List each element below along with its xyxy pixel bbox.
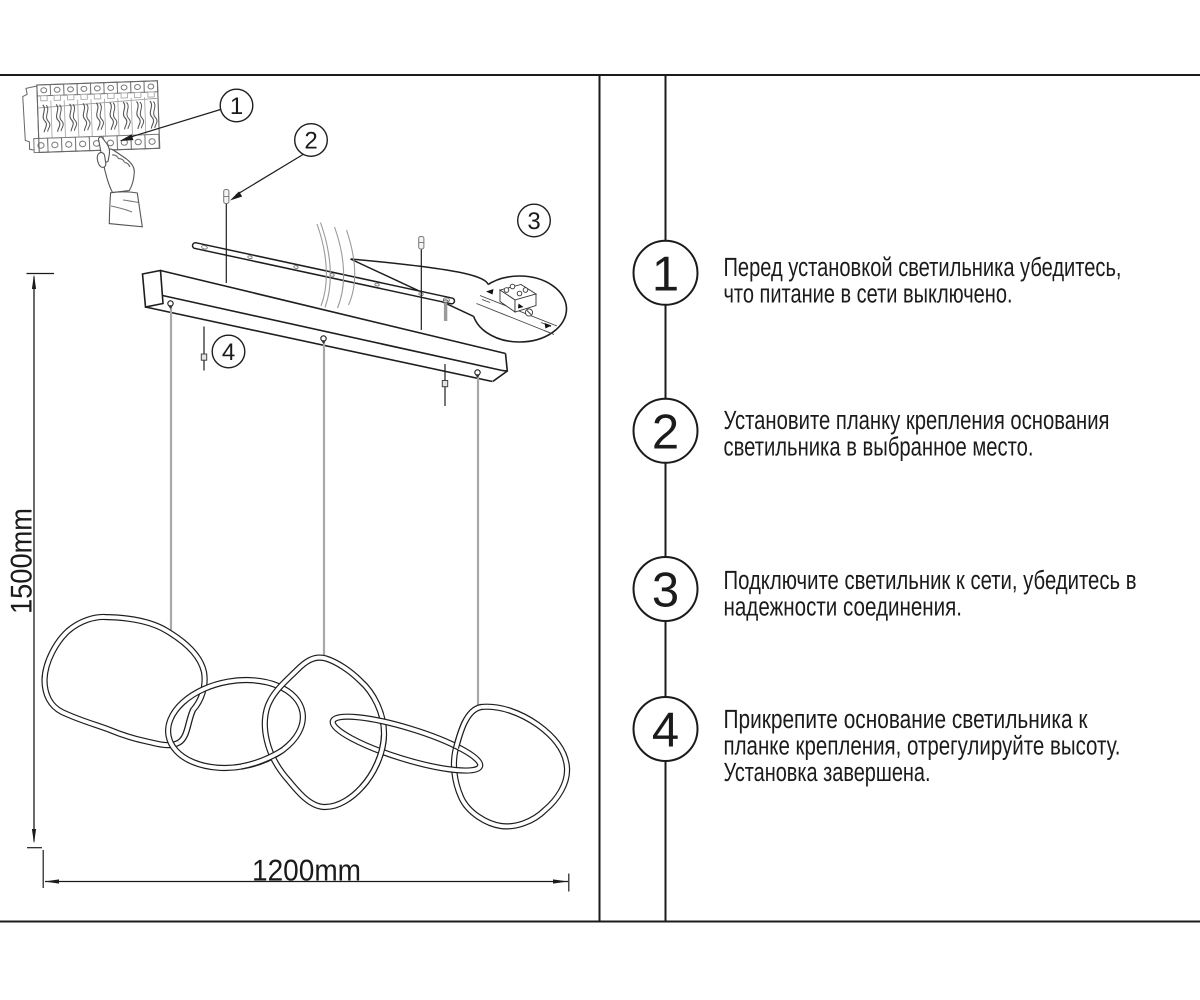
svg-text:2: 2	[304, 128, 317, 155]
svg-text:светильника в выбранное место.: светильника в выбранное место.	[724, 432, 1034, 462]
svg-text:1500mm: 1500mm	[6, 508, 39, 614]
svg-text:2: 2	[652, 405, 679, 459]
svg-text:Подключите светильник к сети,: Подключите светильник к сети, убедитесь …	[724, 565, 1137, 595]
svg-text:надежности соединения.: надежности соединения.	[724, 592, 963, 622]
svg-text:1: 1	[652, 247, 679, 301]
svg-text:3: 3	[527, 208, 540, 235]
svg-text:3: 3	[652, 564, 679, 618]
svg-text:Прикрепите основание светильни: Прикрепите основание светильника к	[724, 704, 1088, 734]
svg-text:4: 4	[222, 339, 235, 366]
svg-text:1200mm: 1200mm	[252, 855, 361, 888]
svg-text:что питание в сети выключено.: что питание в сети выключено.	[724, 279, 1013, 309]
svg-text:1: 1	[230, 93, 243, 120]
svg-text:Установка завершена.: Установка завершена.	[724, 757, 931, 787]
svg-text:4: 4	[652, 704, 679, 758]
svg-text:Перед установкой светильника у: Перед установкой светильника убедитесь,	[724, 252, 1122, 282]
svg-text:планке крепления, отрегулируйт: планке крепления, отрегулируйте высоту.	[724, 731, 1121, 761]
svg-text:Установите планку крепления ос: Установите планку крепления основания	[724, 405, 1110, 435]
